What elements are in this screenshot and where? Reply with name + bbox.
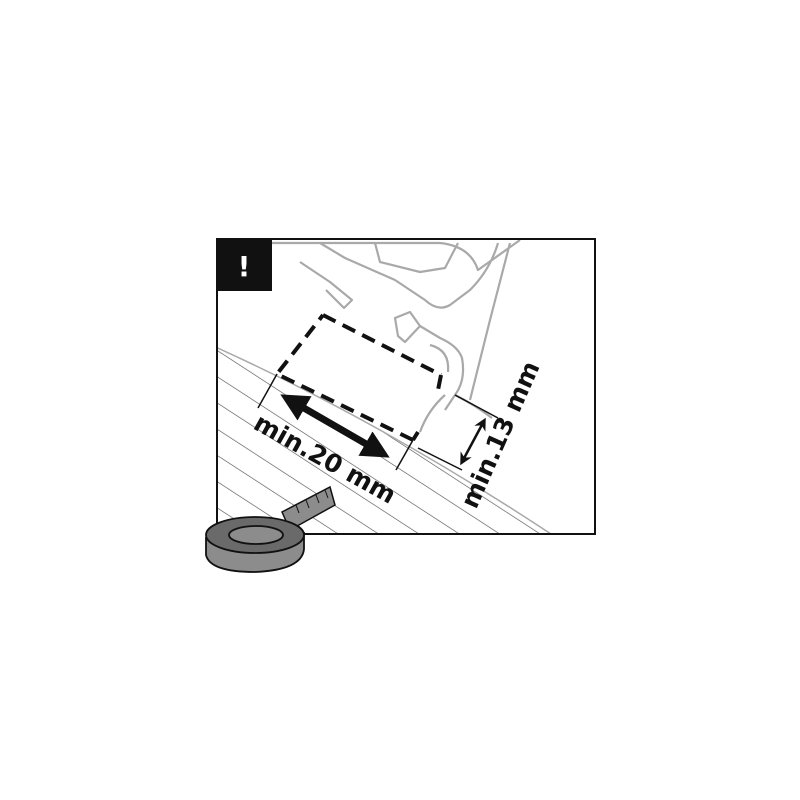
dashed-component-outline — [273, 313, 443, 442]
warning-symbol: ! — [238, 250, 251, 283]
height-dimension-arrow — [460, 417, 486, 466]
device-outline — [270, 239, 521, 433]
height-extension-line-bottom — [417, 447, 463, 471]
length-dimension-arrow — [280, 394, 390, 458]
length-extension-line-left — [257, 373, 278, 409]
measuring-tape-icon — [205, 485, 336, 573]
warning-badge — [217, 239, 272, 291]
length-extension-line — [395, 439, 414, 471]
diagram-frame — [216, 238, 596, 535]
height-extension-line-top — [454, 394, 499, 419]
